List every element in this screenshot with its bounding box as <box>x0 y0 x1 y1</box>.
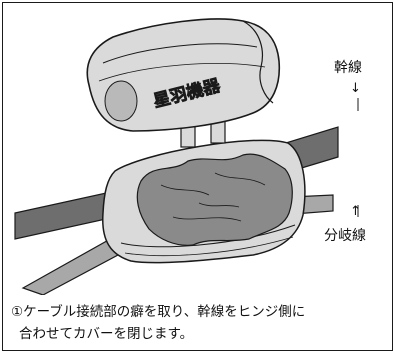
caption-line-2: 合わせてカバーを閉じます。 <box>19 326 194 342</box>
main-line-label: 幹線 <box>334 60 362 76</box>
cable-cover-illustration: 星羽機器 <box>14 18 359 295</box>
branch-line-label: 分岐線 <box>324 228 366 244</box>
main-line-arrow: ↓ <box>350 81 361 96</box>
caption-line-1: ①ケーブル接続部の癖を取り、幹線をヒンジ側に <box>11 304 306 320</box>
figure-frame: 星羽機器 幹線 ↓ ↑ 分岐線 ①ケーブル接続部の癖を取り、幹線をヒンジ側に 合… <box>2 2 393 351</box>
instruction-caption: ①ケーブル接続部の癖を取り、幹線をヒンジ側に 合わせてカバーを閉じます。 <box>11 301 383 345</box>
branch-line-arrow: ↑ <box>350 204 361 219</box>
insulating-tape <box>136 153 293 246</box>
